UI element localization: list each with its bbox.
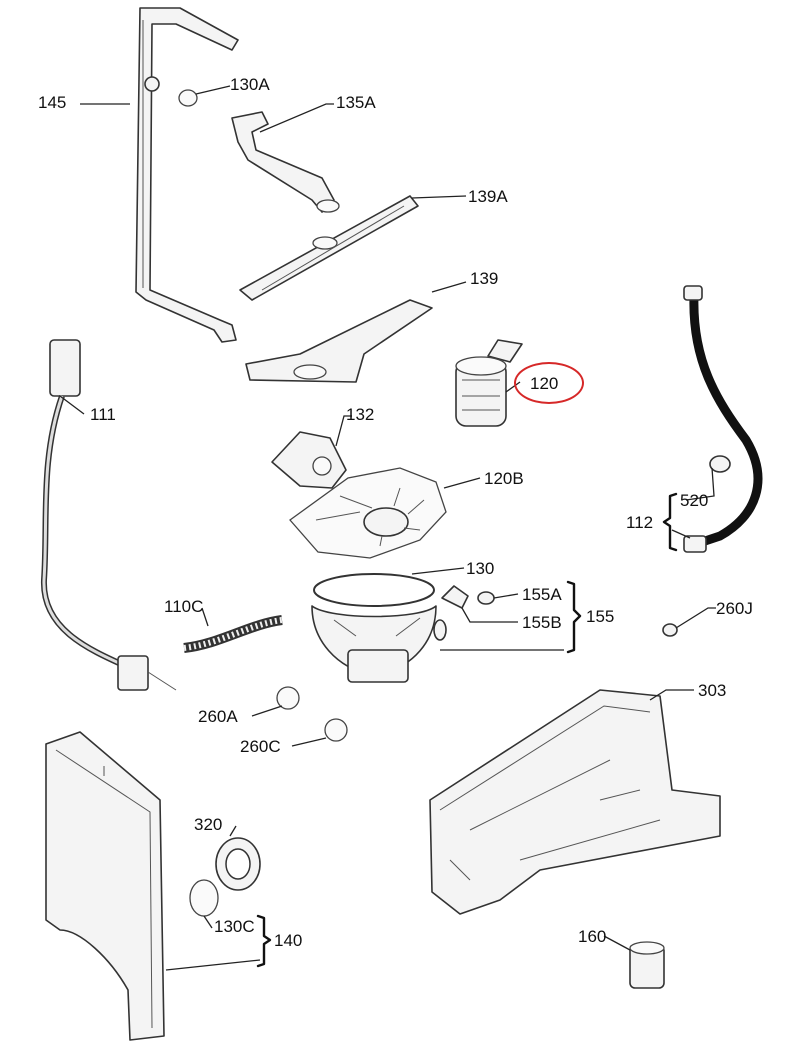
label-132: 132 <box>346 405 375 424</box>
brace-155 <box>566 580 582 654</box>
label-520: 520 <box>680 491 709 510</box>
part-145-supply-pipe <box>135 7 239 343</box>
part-111-inlet-hose <box>40 339 177 691</box>
label-320: 320 <box>194 815 223 834</box>
part-132-sensor <box>271 431 347 489</box>
brace-112 <box>662 492 678 552</box>
label-120b: 120B <box>484 469 524 488</box>
part-120-filter <box>455 339 523 427</box>
label-160: 160 <box>578 927 607 946</box>
label-112: 112 <box>626 513 654 532</box>
label-110c: 110C <box>164 597 204 616</box>
label-303: 303 <box>698 681 727 700</box>
label-140: 140 <box>274 931 303 950</box>
label-155: 155 <box>586 607 615 626</box>
label-111: 111 <box>90 405 116 424</box>
label-135a: 135A <box>336 93 376 112</box>
label-130a: 130A <box>230 75 270 94</box>
part-130c-seal-ring <box>189 879 219 917</box>
label-139: 139 <box>470 269 499 288</box>
part-139a-upper-spray-arm <box>239 195 419 301</box>
label-260c: 260C <box>240 737 281 756</box>
part-120b-filter-plate <box>289 467 447 559</box>
part-130-sump <box>311 573 437 683</box>
label-130: 130 <box>466 559 495 578</box>
part-135a-upper-feed <box>231 111 340 213</box>
leader-lines <box>59 85 716 971</box>
part-140-tank <box>45 731 165 1041</box>
label-260j: 260J <box>716 599 753 618</box>
label-139a: 139A <box>468 187 508 206</box>
part-260a-clamp <box>276 686 300 710</box>
label-155b: 155B <box>522 613 562 632</box>
label-260a: 260A <box>198 707 238 726</box>
label-120: 120 <box>530 374 559 393</box>
part-160-pump <box>629 941 665 989</box>
part-112-drain-hose <box>683 285 763 553</box>
part-139-lower-spray-arm <box>245 299 433 383</box>
part-155-check-valve <box>433 585 495 641</box>
part-260c-clamp <box>324 718 348 742</box>
part-260j-clamp <box>662 623 678 637</box>
part-303-base <box>429 689 721 915</box>
highlight-ring-120 <box>514 362 584 404</box>
label-155a: 155A <box>522 585 562 604</box>
part-110c-hose <box>183 615 283 653</box>
part-130a-o-ring <box>178 89 198 107</box>
label-130c: 130C <box>214 917 255 936</box>
label-145: 145 <box>38 93 67 112</box>
brace-140 <box>256 914 272 968</box>
